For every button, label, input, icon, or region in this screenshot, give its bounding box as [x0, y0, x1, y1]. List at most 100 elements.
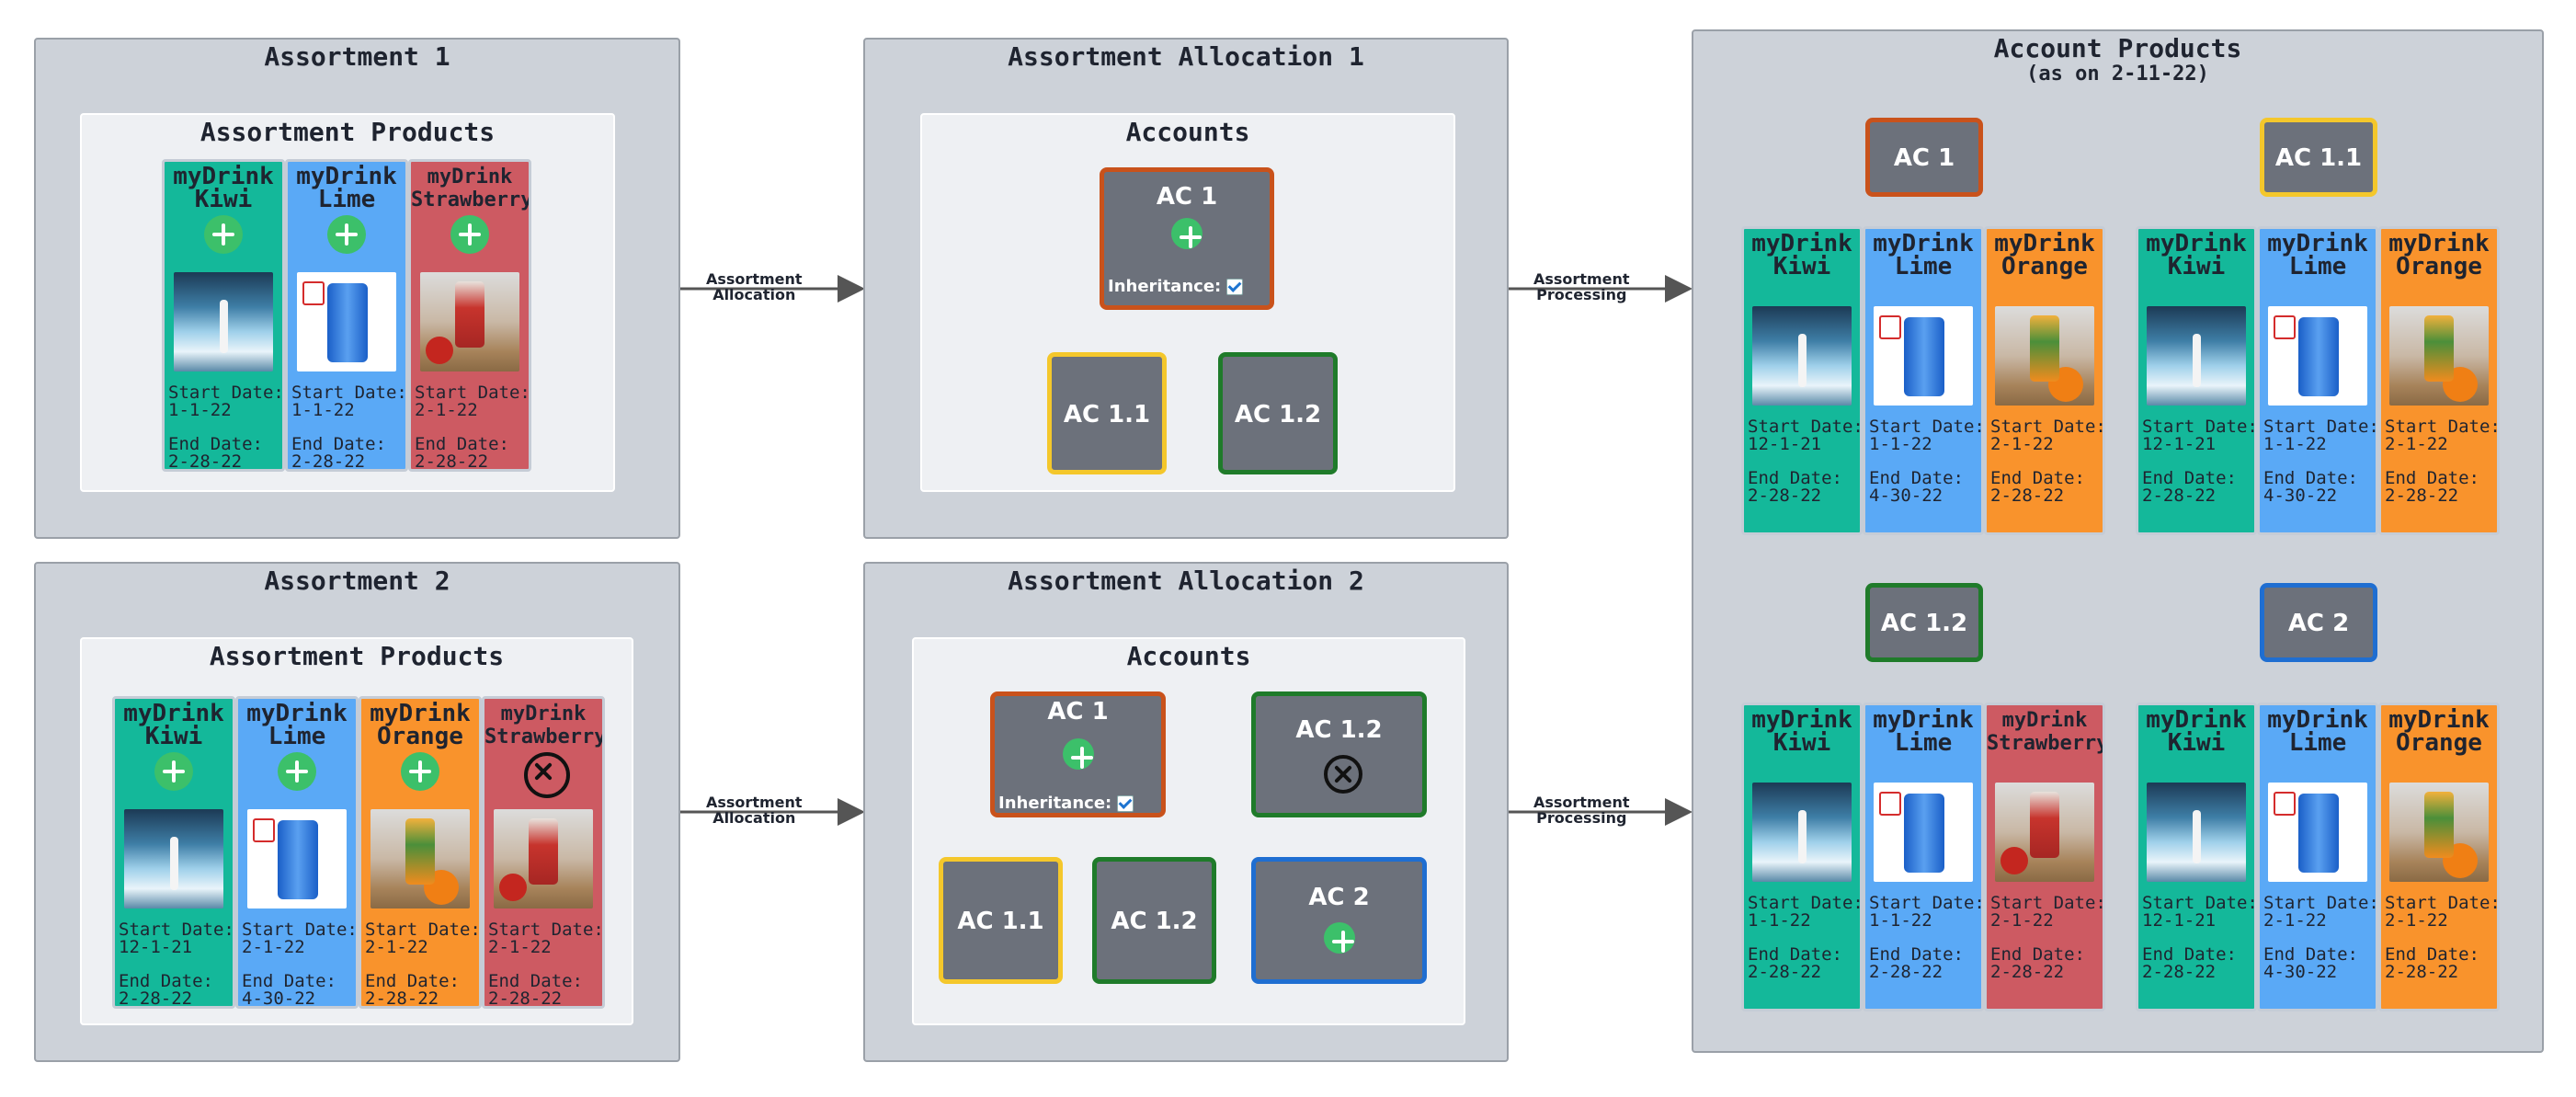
arrow-label-allocation-1: Assortment Allocation [706, 270, 803, 303]
allocation-2-ac12-label: AC 1.2 [1111, 908, 1198, 935]
allocation-2-ac12-removed-label: AC 1.2 [1295, 716, 1383, 744]
account-products-title: Account Products [1993, 33, 2242, 63]
kiwi-product-image [174, 272, 273, 371]
assortment-1-panel: Assortment 1 Assortment Products myDrink… [34, 38, 680, 539]
arrow-label-allocation-2: Assortment Allocation [706, 794, 803, 827]
allocation-1-ac12-label: AC 1.2 [1234, 401, 1322, 429]
assortment-2-products-title: Assortment Products [209, 641, 505, 671]
allocation-2-inheritance[interactable]: Inheritance: [998, 794, 1134, 813]
start-date: Start Date: 1-1-22 [291, 383, 407, 420]
inheritance-label: Inheritance: [998, 794, 1112, 813]
inheritance-checkbox[interactable] [1226, 279, 1244, 295]
product-name: myDrink Lime [296, 163, 397, 213]
allocation-2-ac12-node[interactable]: AC 1.2 [1092, 857, 1216, 984]
strawberry-product-image [494, 809, 593, 908]
start-date: Start Date: 2-1-22 [2263, 893, 2378, 931]
allocation-2-ac1-node[interactable]: AC 1 Inheritance: [990, 691, 1166, 817]
start-date: Start Date: 2-1-22 [242, 920, 358, 957]
kiwi-product-image [2147, 306, 2246, 406]
start-date: Start Date: 12-1-21 [119, 920, 234, 957]
plus-icon [1323, 922, 1355, 954]
start-date: Start Date: 1-1-22 [1869, 893, 1984, 931]
account-ac2-node[interactable]: AC 2 [2260, 583, 2377, 662]
allocation-2-title: Assortment Allocation 2 [1008, 566, 1364, 596]
kiwi-product-image [2147, 783, 2246, 882]
inheritance-checkbox[interactable] [1117, 795, 1134, 812]
end-date: End Date: 4-30-22 [2263, 944, 2358, 982]
lime-product-image [1874, 783, 1973, 882]
account-ac11-node[interactable]: AC 1.1 [2260, 118, 2377, 197]
allocation-1-inheritance[interactable]: Inheritance: [1108, 277, 1244, 296]
allocation-2-ac11-node[interactable]: AC 1.1 [939, 857, 1063, 984]
end-date: End Date: 2-28-22 [1748, 468, 1842, 506]
arrow-label-processing-1: Assortment Processing [1533, 270, 1630, 303]
product-name: myDrink Kiwi [1751, 706, 1852, 757]
orange-product-image [2389, 306, 2489, 406]
allocation-2-ac2-node[interactable]: AC 2 [1251, 857, 1427, 984]
end-date: End Date: 4-30-22 [2263, 468, 2358, 506]
product-name: myDrink Kiwi [2146, 706, 2247, 757]
allocation-1-ac11-node[interactable]: AC 1.1 [1047, 352, 1167, 474]
orange-product-image [370, 809, 470, 908]
product-name: myDrink Kiwi [1751, 230, 1852, 280]
allocation-1-ac12-node[interactable]: AC 1.2 [1218, 352, 1338, 474]
end-date: End Date: 2-28-22 [415, 434, 509, 472]
end-date: End Date: 4-30-22 [242, 971, 336, 1009]
account-ac1-node[interactable]: AC 1 [1865, 118, 1983, 197]
lime-product-image [1874, 306, 1973, 406]
start-date: Start Date: 2-1-22 [1990, 417, 2105, 454]
assortment-2-panel: Assortment 2 Assortment Products myDrink… [34, 562, 680, 1062]
account-ac12-node[interactable]: AC 1.2 [1865, 583, 1983, 662]
end-date: End Date: 2-28-22 [119, 971, 213, 1009]
start-date: Start Date: 2-1-22 [2385, 417, 2500, 454]
lime-product-image [2268, 783, 2367, 882]
product-name: myDrink Orange [370, 700, 471, 750]
plus-icon [450, 215, 489, 254]
account-ac11-label: AC 1.1 [2274, 144, 2363, 172]
inheritance-label: Inheritance: [1108, 277, 1222, 296]
lime-product-image [247, 809, 347, 908]
product-name: myDrink Lime [246, 700, 348, 750]
end-date: End Date: 2-28-22 [1748, 944, 1842, 982]
product-name: myDrink Kiwi [2146, 230, 2247, 280]
product-name: myDrink Kiwi [123, 700, 224, 750]
end-date: End Date: 4-30-22 [1869, 468, 1964, 506]
end-date: End Date: 2-28-22 [2385, 468, 2479, 506]
assortment-1-title: Assortment 1 [264, 41, 450, 72]
product-name: myDrink Orange [1994, 230, 2095, 280]
allocation-1-ac1-node[interactable]: AC 1 Inheritance: [1100, 167, 1274, 310]
end-date: End Date: 2-28-22 [1869, 944, 1964, 982]
kiwi-product-image [1752, 783, 1852, 882]
end-date: End Date: 2-28-22 [488, 971, 583, 1009]
plus-icon [278, 752, 316, 791]
allocation-2-ac12-removed-node[interactable]: AC 1.2 [1251, 691, 1427, 817]
start-date: Start Date: 1-1-22 [168, 383, 284, 420]
product-name: myDrink Orange [2388, 230, 2490, 280]
start-date: Start Date: 2-1-22 [365, 920, 481, 957]
allocation-1-ac1-label: AC 1 [1156, 183, 1218, 211]
start-date: Start Date: 12-1-21 [2142, 893, 2257, 931]
allocation-2-accounts-title: Accounts [1126, 641, 1251, 671]
start-date: Start Date: 2-1-22 [1990, 893, 2105, 931]
account-ac2-label: AC 2 [2287, 610, 2350, 637]
